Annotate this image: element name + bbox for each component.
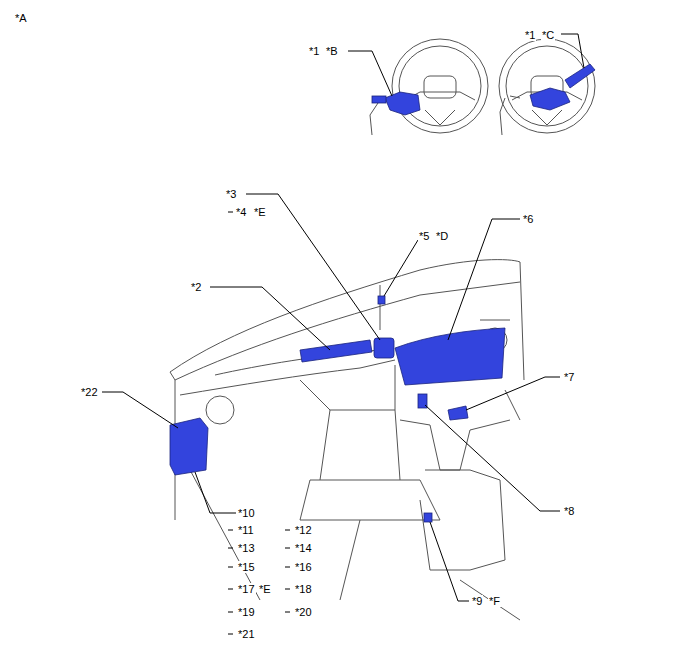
- callout-number: *22: [80, 386, 99, 398]
- callout-number: *B: [325, 45, 339, 57]
- callout-number: *5: [418, 230, 430, 242]
- callout-number: *21: [237, 628, 256, 640]
- callout-number: *E: [253, 206, 267, 218]
- callout-number: *14: [294, 542, 313, 554]
- callout-number: *19: [237, 606, 256, 618]
- callout-number: *3: [225, 188, 237, 200]
- callout-number: *D: [435, 230, 449, 242]
- callout-number: *13: [237, 542, 256, 554]
- callout-number: *12: [294, 524, 313, 536]
- callout-number: *E: [258, 583, 272, 595]
- callout-number: *A: [14, 12, 28, 24]
- callout-number: *11: [237, 524, 255, 536]
- callout-number: *8: [563, 505, 575, 517]
- callout-number: *6: [522, 213, 534, 225]
- callout-number: *10: [237, 507, 256, 519]
- callout-number: *18: [294, 583, 313, 595]
- callout-number: *1: [308, 45, 320, 57]
- callout-number: *4: [235, 206, 247, 218]
- callout-number: *17: [237, 583, 256, 595]
- callout-number: *20: [294, 606, 313, 618]
- callout-number: *7: [563, 371, 575, 383]
- callout-number: *15: [237, 561, 256, 573]
- callout-number: *C: [541, 29, 555, 41]
- callout-number: *F: [488, 595, 501, 607]
- callout-number: *2: [190, 281, 202, 293]
- callout-number: *16: [294, 561, 313, 573]
- callout-number: *9: [471, 595, 483, 607]
- callout-number: *1: [524, 29, 536, 41]
